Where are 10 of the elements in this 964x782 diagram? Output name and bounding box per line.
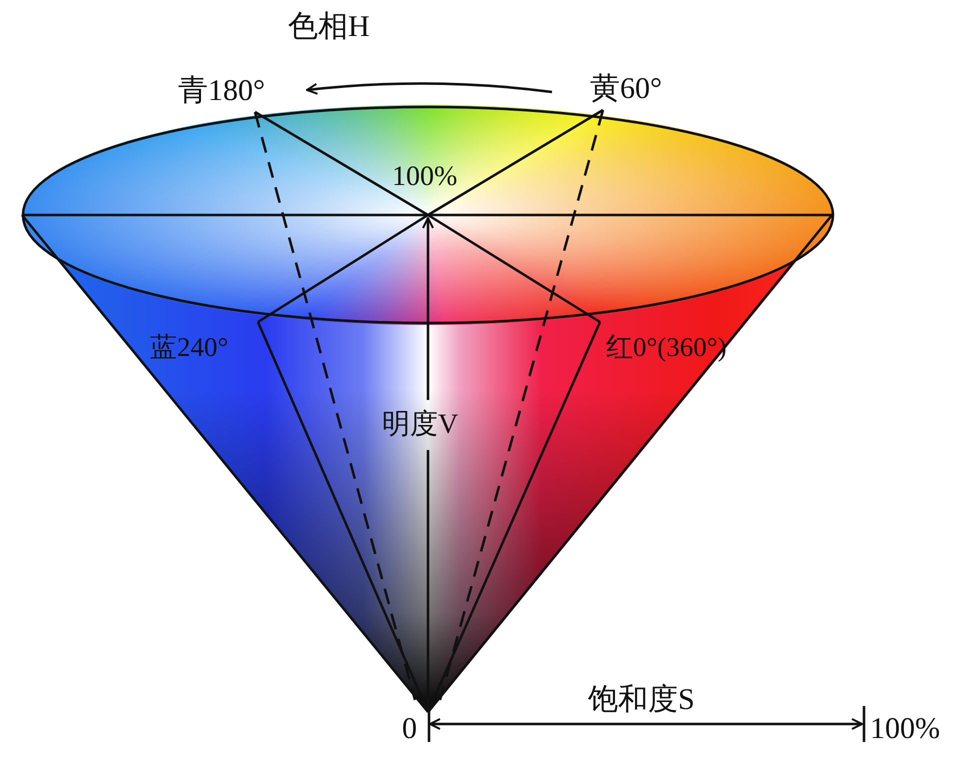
axis-label: 明度V xyxy=(382,408,458,442)
hue-angle-label: 青180° xyxy=(178,74,265,108)
scale-label: 0 xyxy=(402,712,417,746)
hue-angle-label: 黄60° xyxy=(590,72,662,106)
hue-angle-label: 蓝240° xyxy=(150,331,228,364)
value-label: 100% xyxy=(392,160,458,194)
scale-label: 100% xyxy=(870,712,940,746)
axis-label: 饱和度S xyxy=(588,683,695,717)
axis-label: 色相H xyxy=(288,10,370,44)
hue-angle-label: 红0°(360°) xyxy=(606,331,727,364)
